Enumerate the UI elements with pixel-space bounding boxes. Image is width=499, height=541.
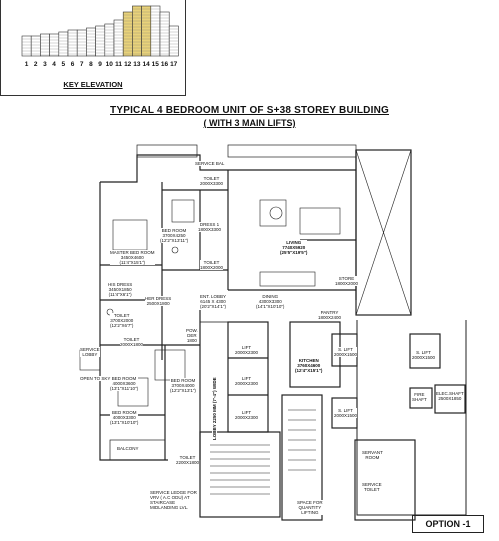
label-powder: POW. DER 1800: [186, 328, 198, 343]
key-elevation-number: 12: [124, 61, 132, 68]
label-lift-3: LIFT 2000X2300: [235, 410, 259, 420]
label-living: LIVING 7740X5920 (25'5"X19'5"): [280, 240, 308, 255]
label-lobby: LOBBY 2250 MM (7'-4") WIDE: [212, 377, 217, 440]
key-elevation-number: 5: [61, 61, 66, 68]
key-elevation-number: 8: [89, 61, 93, 68]
label-toilet-master: TOILET 3700X2000 (12'2"X6'7"): [110, 313, 134, 328]
plan-service-lift-right: [409, 333, 441, 369]
label-master-bed: MASTER BED ROOM 3450X4600 (11'4"X15'1"): [110, 250, 155, 265]
label-open-to-sky: OPEN TO SKY: [80, 376, 111, 381]
key-elevation-number: 13: [133, 61, 141, 68]
label-s-lift-top: S. LIFT 2000X1500: [334, 347, 358, 357]
key-elevation-number: 11: [115, 61, 122, 68]
label-service-toilet: SERVICE TOILET: [362, 482, 382, 492]
plan-shaft-diag-b: [355, 149, 412, 316]
label-his-dress: HIS DRESS 3450X1850 (11'4"X6'1"): [108, 282, 133, 297]
label-toilet-mid: TOILET 2000X1800: [120, 337, 144, 347]
option-label: OPTION -1: [412, 515, 484, 533]
label-lift-1: LIFT 2000X2300: [235, 345, 259, 355]
label-bed-room-2: BED ROOM 4000X3300 (13'1"X10'10"): [110, 410, 139, 425]
key-elevation-number: 3: [43, 61, 47, 68]
plan-elec-shaft: [434, 384, 466, 414]
key-elevation-number: 10: [105, 61, 113, 68]
label-bed-room: BED ROOM 3700X4250 (12'2"X13'11"): [160, 228, 189, 243]
label-store: STORE 1800X2000: [335, 276, 359, 286]
label-fire-shaft: FIRE SHAFT: [412, 392, 427, 402]
plan-fire-shaft: [409, 387, 433, 409]
key-elevation-number: 1: [24, 61, 29, 68]
label-entry-lobby: ENT. LOBBY 6145 X 4300 (20'2"X14'1"): [200, 294, 227, 309]
label-balcony: BALCONY: [117, 446, 139, 451]
label-staircase-note: SERVICE LEDGE FOR VRV ( A.C ODU) AT STAI…: [150, 490, 197, 510]
label-service-room: SERVANT ROOM: [362, 450, 383, 460]
key-elevation-number: 17: [170, 61, 178, 68]
plan-title: TYPICAL 4 BEDROOM UNIT OF S+38 STOREY BU…: [110, 105, 389, 116]
label-service-bal: SERVICE BAL: [195, 161, 225, 166]
key-elevation-number: 14: [142, 61, 150, 68]
label-kitchen: KITCHEN 3760X4600 (12'4"X15'1"): [295, 358, 323, 373]
label-dress1: DRESS 1 1800X3300: [198, 222, 222, 232]
key-elevation-number: 9: [98, 61, 102, 68]
key-elevation-number: 7: [79, 61, 84, 68]
label-toilet-bottom: TOILET 2200X1800: [176, 455, 200, 465]
key-elevation-number: 2: [33, 61, 38, 68]
label-toilet-top: TOILET 2000X3300: [200, 176, 224, 186]
key-elevation-number: 6: [70, 61, 75, 68]
key-elevation-number: 15: [151, 61, 159, 68]
label-lift-2: LIFT 2000X2300: [235, 376, 259, 386]
label-pantry: PANTRY 1800X2400: [318, 310, 342, 320]
label-her-dress: HER DRESS 2500X1800: [145, 296, 172, 306]
plan-balcony-top-left: [136, 144, 198, 158]
key-elevation-title: KEY ELEVATION: [63, 80, 123, 89]
label-toilet-small: TOILET 1800X2000: [200, 260, 224, 270]
label-space-quantity: SPACE FOR QUANTITY LIFTING: [297, 500, 323, 515]
plan-balcony-top-right: [227, 144, 357, 158]
key-elevation-drawing: [21, 5, 179, 57]
label-s-lift-right: S. LIFT 2000X1500: [412, 350, 436, 360]
key-elevation-number: 4: [52, 61, 56, 68]
label-service-lobby: SERVICE LOBBY: [80, 347, 100, 357]
label-elec-shaft: ELEC.SHAFT 2500X1850: [436, 391, 464, 401]
plan-stair-right: [281, 394, 323, 521]
plan-service-block: [354, 439, 416, 521]
label-bed-room-4: BED ROOM 4000X3600 (13'1"X11'10"): [110, 376, 139, 391]
plan-subtitle: ( WITH 3 MAIN LIFTS): [203, 118, 296, 128]
plan-outer-wall-top: [100, 154, 356, 183]
label-bed-room-3: BED ROOM 3700X4000 (12'2"X13'1"): [170, 378, 196, 393]
label-s-lift-mid: S. LIFT 2000X1500: [334, 408, 358, 418]
plan-stair-left: [199, 431, 281, 518]
plan-balcony-bottom-left: [109, 439, 166, 461]
plan-right-shaft: [355, 149, 412, 316]
key-elevation-number: 16: [160, 61, 169, 68]
label-dining: DINING 4300X3300 (14'1"X10'10"): [256, 294, 285, 309]
